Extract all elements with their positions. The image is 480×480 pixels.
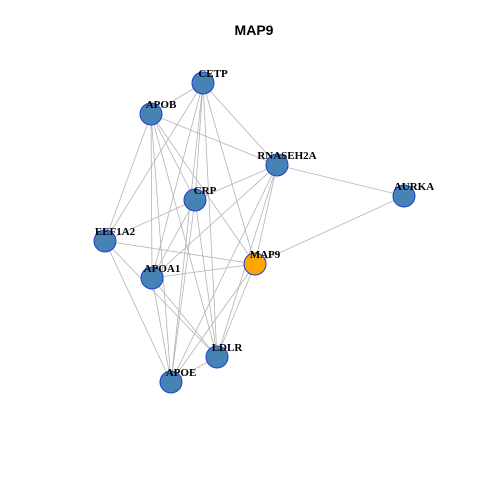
- edge-cetp-rnaseh2a: [202, 82, 278, 166]
- node-label-aurka: AURKA: [394, 181, 434, 193]
- edge-crp-eef1a2: [104, 199, 196, 242]
- edge-apoa1-ldlr: [151, 277, 218, 358]
- node-label-crp: CRP: [194, 185, 217, 197]
- edge-map9-apoe: [170, 263, 256, 383]
- edge-eef1a2-apoe: [104, 240, 172, 383]
- edge-crp-ldlr: [194, 199, 218, 358]
- edge-apob-apoe: [150, 113, 172, 383]
- edge-aurka-map9: [254, 195, 405, 265]
- edge-eef1a2-map9: [104, 240, 256, 265]
- node-label-ldlr: LDLR: [212, 342, 244, 354]
- node-ldlr[interactable]: [205, 345, 229, 369]
- node-apob[interactable]: [139, 102, 163, 126]
- edge-cetp-map9: [202, 82, 256, 265]
- edge-rnaseh2a-crp: [194, 164, 278, 201]
- node-label-apoe: APOE: [166, 367, 197, 379]
- edge-apoa1-map9: [151, 263, 256, 279]
- edge-rnaseh2a-aurka: [276, 164, 405, 197]
- edge-crp-apoe: [170, 199, 196, 383]
- edge-rnaseh2a-apoa1: [151, 164, 278, 279]
- edge-map9-ldlr: [216, 263, 256, 358]
- edge-apob-map9: [150, 113, 256, 265]
- edge-apob-eef1a2: [104, 113, 152, 242]
- node-label-rnaseh2a: RNASEH2A: [257, 150, 316, 162]
- edge-rnaseh2a-apoe: [170, 164, 278, 383]
- node-aurka[interactable]: [392, 184, 416, 208]
- node-crp[interactable]: [183, 188, 207, 212]
- node-label-apoa1: APOA1: [144, 263, 181, 275]
- node-map9[interactable]: [243, 252, 267, 276]
- edge-apob-crp: [150, 113, 196, 201]
- node-rnaseh2a[interactable]: [265, 153, 289, 177]
- node-apoe[interactable]: [159, 370, 183, 394]
- node-label-eef1a2: EEF1A2: [95, 226, 136, 238]
- node-label-cetp: CETP: [198, 68, 228, 80]
- edge-apob-ldlr: [150, 113, 218, 358]
- node-eef1a2[interactable]: [93, 229, 117, 253]
- edge-cetp-eef1a2: [104, 82, 204, 242]
- edge-apob-apoa1: [150, 113, 153, 279]
- edge-cetp-ldlr: [202, 82, 218, 358]
- label-layer: CETP APOB RNASEH2A AURKA CRP EEF1A2MAP9APOA1L…: [95, 68, 434, 379]
- edge-crp-apoa1: [151, 199, 196, 279]
- node-label-map9: MAP9: [250, 249, 281, 261]
- edge-rnaseh2a-map9: [254, 164, 278, 265]
- edge-apoa1-apoe: [151, 277, 172, 383]
- edge-layer: [104, 82, 405, 383]
- edge-eef1a2-ldlr: [104, 240, 218, 358]
- edge-cetp-crp: [194, 82, 204, 201]
- node-label-apob: APOB: [146, 99, 177, 111]
- node-layer: [93, 71, 416, 394]
- node-cetp[interactable]: [191, 71, 215, 95]
- node-apoa1[interactable]: [140, 266, 164, 290]
- edge-apob-rnaseh2a: [150, 113, 278, 166]
- graph-title: MAP9: [235, 22, 274, 38]
